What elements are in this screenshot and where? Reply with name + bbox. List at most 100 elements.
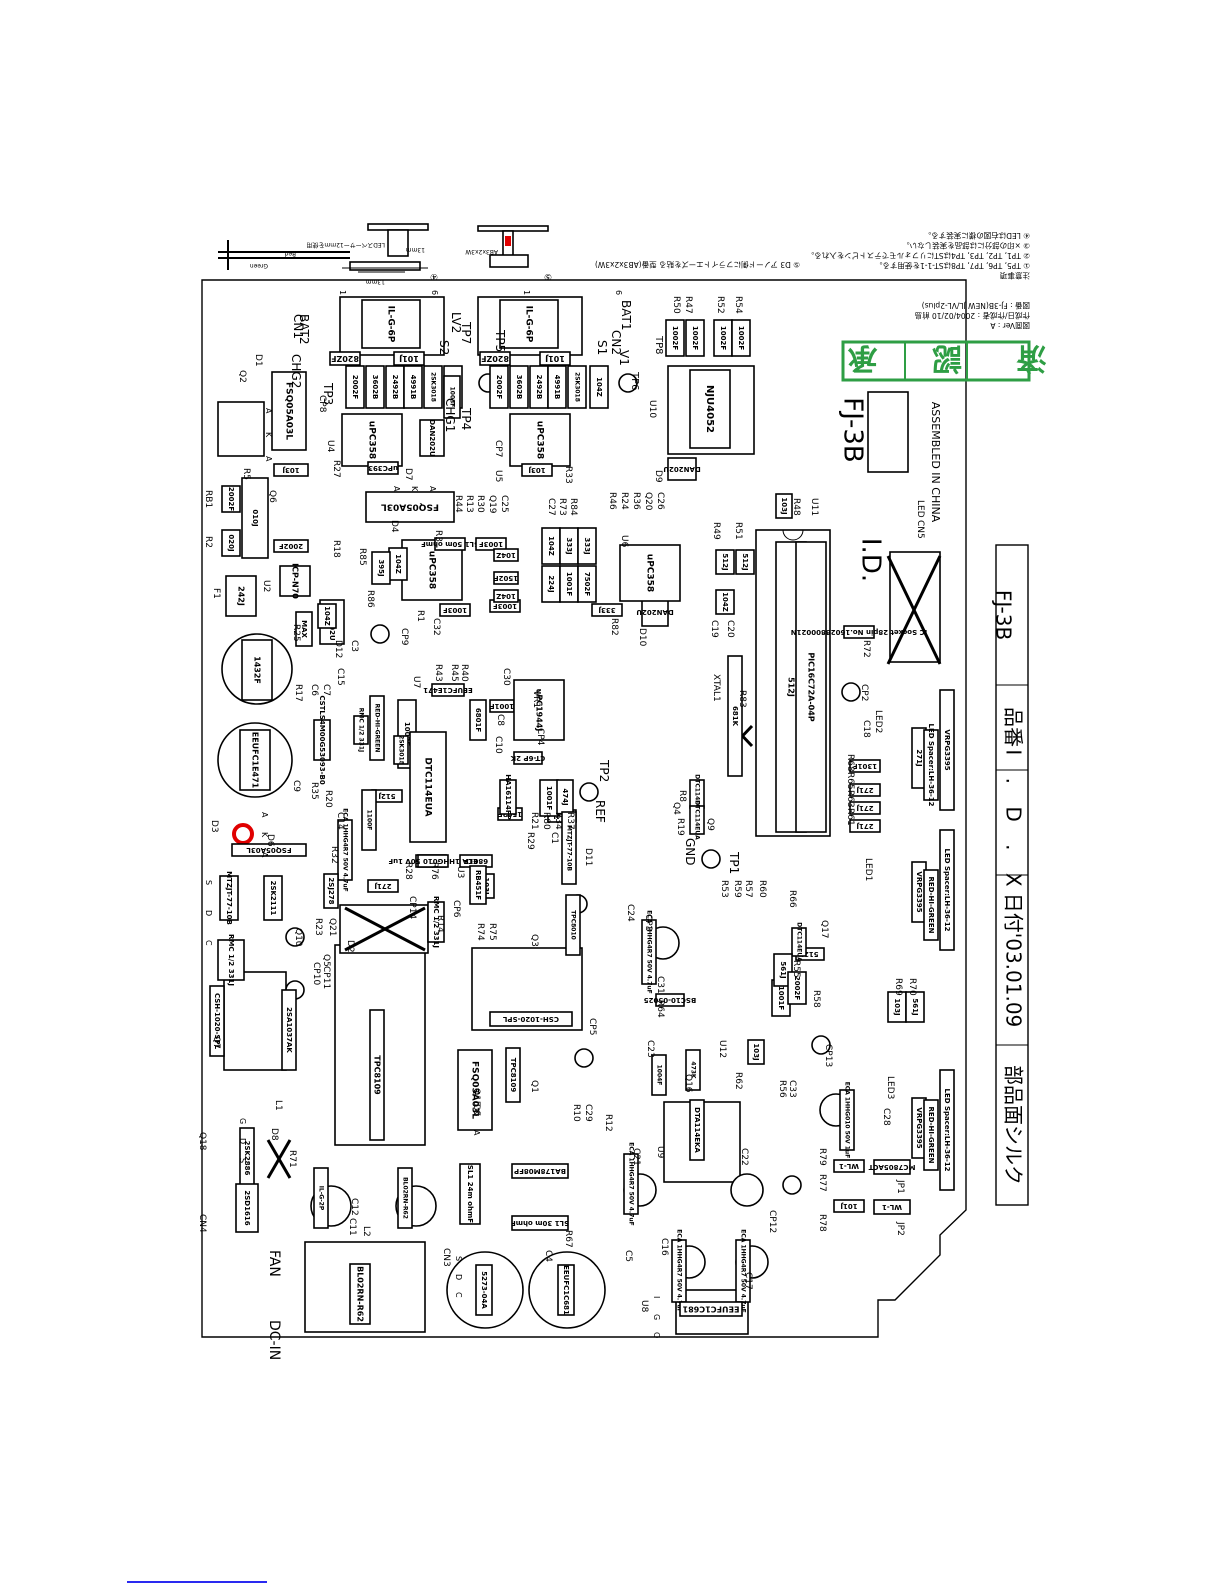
part-label: PIC16C72A-04P bbox=[807, 652, 816, 721]
ref-r47: R47 bbox=[683, 296, 693, 314]
ref-c3: C3 bbox=[349, 640, 359, 652]
part-44: 020J bbox=[221, 529, 241, 557]
part-label: 561J bbox=[911, 998, 919, 1015]
ref-c11: C11 bbox=[347, 1218, 357, 1236]
part-116: ECA 1HHG4R7 50V 4.7uF bbox=[337, 808, 353, 892]
part-label: IL-G-6P bbox=[386, 306, 396, 343]
ref-r35: R35 bbox=[309, 782, 319, 800]
part-132: TPC8010 bbox=[565, 894, 581, 956]
ref-dc-in: DC-IN bbox=[266, 1320, 282, 1360]
revision-ver: 図面Ver : A bbox=[989, 321, 1030, 330]
part-130: CSH-1020-SPL bbox=[489, 1011, 573, 1027]
part-label: EEUFC1C681 bbox=[562, 1265, 570, 1315]
part-label: DTC114EUA bbox=[694, 800, 701, 840]
ref-c8: C8 bbox=[495, 714, 505, 726]
part-54: 104Z bbox=[317, 603, 337, 629]
ref-u10: U10 bbox=[647, 400, 657, 418]
ref-q15: Q15 bbox=[471, 1088, 481, 1107]
ref-cp5: CP5 bbox=[587, 1018, 597, 1035]
ref-r77: R77 bbox=[817, 1174, 827, 1192]
part-18: 3602B bbox=[509, 365, 529, 409]
part-label: 1001F bbox=[545, 786, 553, 810]
part-label: LED Spacer:LH-36-12 bbox=[927, 723, 935, 806]
part-85: 6801F bbox=[469, 699, 487, 741]
part-box bbox=[423, 365, 443, 409]
part-box bbox=[225, 575, 257, 617]
part-box bbox=[839, 1089, 855, 1151]
ref-cp2: CP2 bbox=[859, 684, 869, 701]
ref-r79: R79 bbox=[817, 1148, 827, 1166]
part-box bbox=[539, 351, 571, 366]
part-label: 271J bbox=[856, 786, 873, 794]
ref-u5: U5 bbox=[493, 470, 503, 482]
part-label: uPC1944J bbox=[535, 689, 544, 732]
ref-r40: R40 bbox=[459, 664, 469, 682]
part-box bbox=[565, 894, 581, 956]
ref-r76: R76 bbox=[429, 862, 439, 880]
ref-r10: R10 bbox=[571, 1104, 581, 1122]
part-box bbox=[735, 1239, 751, 1303]
part-91: RMC 1/2 331J bbox=[427, 896, 445, 948]
part-label: SL1 30m ohmF bbox=[511, 1219, 569, 1227]
part-box bbox=[231, 843, 307, 857]
part-label: 7502F bbox=[583, 572, 591, 596]
ref-r13: R13 bbox=[464, 495, 474, 513]
part-111: LED Spacer:LH-36-12 bbox=[939, 1069, 955, 1191]
part-label: 6801F bbox=[464, 857, 488, 865]
ref-tp5: TP5 bbox=[493, 329, 507, 352]
part-label: NJU4052 bbox=[704, 385, 715, 433]
ref-r33: R33 bbox=[563, 466, 573, 484]
part-box bbox=[775, 493, 793, 519]
part-box bbox=[235, 1183, 259, 1233]
part-box bbox=[833, 1199, 865, 1213]
part-label: SL1 24m ohmF bbox=[466, 1165, 474, 1223]
ref-r46: R46 bbox=[607, 492, 617, 510]
part-113: RED-HI-GREEN bbox=[923, 869, 939, 941]
pin-label: K bbox=[260, 832, 269, 838]
part-box bbox=[499, 779, 517, 815]
part-box bbox=[457, 1049, 493, 1131]
part-label: EEUFC1C681 bbox=[682, 1305, 739, 1314]
part-40: 103J bbox=[747, 1039, 765, 1065]
board-outline bbox=[201, 279, 967, 1338]
cn5-not-mounted bbox=[867, 391, 942, 665]
pin-label: C bbox=[204, 940, 213, 946]
part-label: CSH-1020-SPL bbox=[502, 1015, 559, 1023]
ref-r82: R82 bbox=[609, 618, 619, 636]
part-box bbox=[403, 365, 423, 409]
part-13: 2492B bbox=[385, 365, 405, 409]
part-label: DTC114EUA bbox=[423, 757, 433, 816]
part-52: 104Z bbox=[493, 589, 519, 603]
part-box bbox=[923, 729, 939, 801]
part-box bbox=[493, 589, 519, 603]
ref-u7: U7 bbox=[411, 676, 421, 688]
ref-c4: C4 bbox=[543, 1250, 553, 1262]
part-label: ECA 1HHG010 50V 1uF bbox=[844, 1082, 851, 1159]
ref-u12: U12 bbox=[717, 1040, 727, 1058]
part-label: BSC10-05025 bbox=[644, 996, 697, 1004]
ref-cp4: CP4 bbox=[535, 728, 545, 746]
part-box bbox=[273, 463, 309, 477]
pin-label: A bbox=[264, 456, 273, 462]
ref-r19: R19 bbox=[675, 818, 685, 836]
part-box bbox=[521, 463, 553, 477]
ref-c15: C15 bbox=[335, 668, 345, 686]
title-part-label: 品番 bbox=[1002, 707, 1026, 747]
part-53: 104Z bbox=[541, 527, 561, 565]
ref-d2: D2 bbox=[345, 940, 355, 953]
ref-q6: Q6 bbox=[267, 490, 277, 503]
ref-r73: R73 bbox=[557, 498, 567, 516]
part-label: 1001F bbox=[490, 702, 514, 710]
part-119: ECA 1HHG4R7 50V 4.7uF bbox=[735, 1229, 751, 1313]
part-box bbox=[341, 413, 403, 467]
part-104: 271J bbox=[849, 819, 881, 833]
pin-label: K bbox=[410, 486, 419, 492]
ref-q10: Q10 bbox=[293, 928, 303, 947]
part-box bbox=[685, 1049, 701, 1091]
part-88: CT-6P 2K bbox=[510, 751, 545, 765]
ref-r59: R59 bbox=[732, 880, 742, 898]
part-2: 820ZF bbox=[329, 351, 361, 366]
part-label: EEUFC1E471 bbox=[251, 732, 260, 789]
part-45: 010J bbox=[241, 477, 269, 559]
